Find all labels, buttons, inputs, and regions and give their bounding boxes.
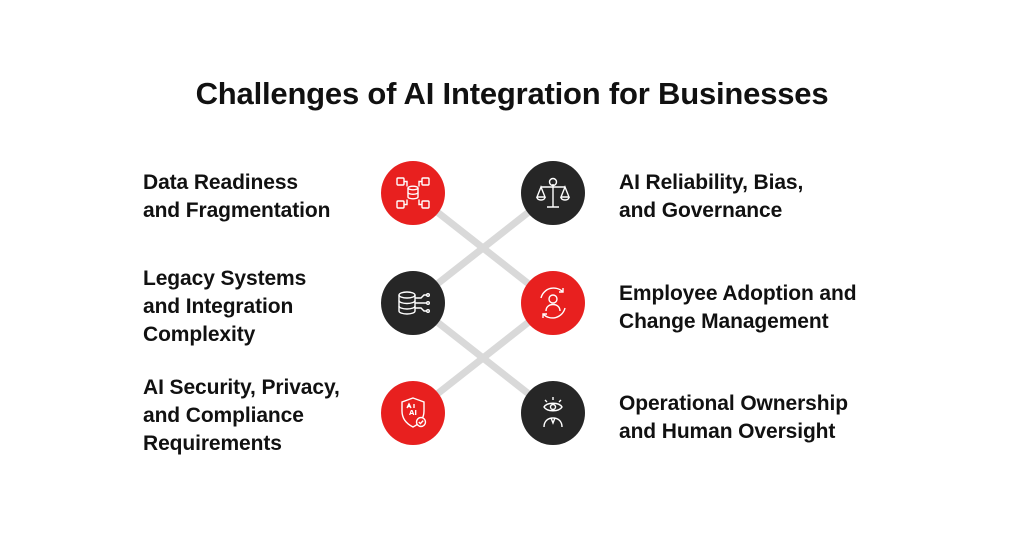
svg-text:AI: AI (409, 409, 417, 417)
right-label-operational-ownership: Operational Ownership and Human Oversigh… (619, 392, 848, 443)
left-label-ai-security: AI Security, Privacy, and Compliance Req… (143, 376, 340, 455)
person-eye-icon (543, 397, 563, 428)
operational-ownership-node (521, 381, 585, 445)
data-readiness-node (381, 161, 445, 225)
server-circuit-icon (398, 291, 431, 315)
person-cycle-icon (540, 287, 566, 319)
left-label-legacy-systems: Legacy Systems and Integration Complexit… (143, 267, 307, 346)
diagram-title: Challenges of AI Integration for Busines… (195, 76, 829, 111)
ai-reliability-node (521, 161, 585, 225)
employee-adoption-node (521, 271, 585, 335)
ai-security-node: AI (381, 381, 445, 445)
legacy-systems-node (381, 271, 445, 335)
ai-scale-icon (535, 177, 571, 208)
right-label-employee-adoption: Employee Adoption and Change Management (619, 282, 857, 333)
database-network-icon (396, 177, 430, 209)
left-label-data-readiness: Data Readiness and Fragmentation (143, 171, 331, 222)
right-label-ai-reliability: AI Reliability, Bias, and Governance (619, 171, 804, 222)
ai-shield-icon: AI (401, 397, 427, 428)
